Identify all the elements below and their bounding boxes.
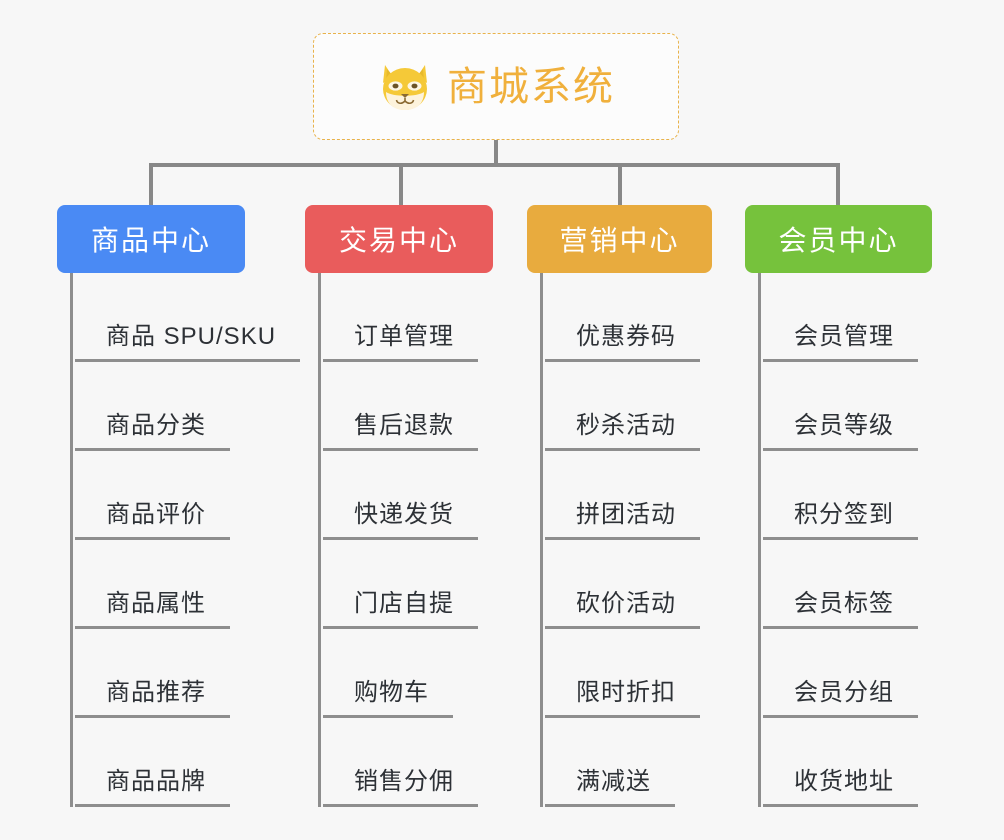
leaf-label: 会员标签 <box>763 592 918 629</box>
connector-drop-branch-4 <box>836 163 840 207</box>
leaf-label: 会员管理 <box>763 325 918 362</box>
leaf-label: 快递发货 <box>323 503 478 540</box>
leaf-label: 会员分组 <box>763 681 918 718</box>
branch-header-2[interactable]: 交易中心 <box>305 205 493 273</box>
leaf-list-2: 订单管理 售后退款 快递发货 门店自提 购物车 销售分佣 <box>318 273 548 807</box>
leaf-list-4: 会员管理 会员等级 积分签到 会员标签 会员分组 收货地址 <box>758 273 988 807</box>
leaf-list-1: 商品 SPU/SKU 商品分类 商品评价 商品属性 商品推荐 商品品牌 <box>70 273 301 807</box>
connector-root-stem <box>494 140 498 165</box>
list-item[interactable]: 商品推荐 <box>70 629 300 718</box>
leaf-label: 会员等级 <box>763 414 918 451</box>
leaf-label: 商品评价 <box>75 503 230 540</box>
list-item[interactable]: 优惠券码 <box>540 273 770 362</box>
branch-spine-2 <box>318 273 321 807</box>
list-item[interactable]: 会员等级 <box>758 362 988 451</box>
connector-drop-branch-3 <box>618 163 622 207</box>
leaf-label: 积分签到 <box>763 503 918 540</box>
leaf-label: 砍价活动 <box>545 592 700 629</box>
branch-spine-4 <box>758 273 761 807</box>
branch-header-label-2: 交易中心 <box>338 225 459 256</box>
list-item[interactable]: 砍价活动 <box>540 540 770 629</box>
list-item[interactable]: 快递发货 <box>318 451 548 540</box>
connector-drop-branch-2 <box>399 163 403 207</box>
leaf-label: 收货地址 <box>763 770 918 807</box>
list-item[interactable]: 收货地址 <box>758 718 988 807</box>
leaf-label: 销售分佣 <box>323 770 478 807</box>
list-item[interactable]: 商品属性 <box>70 540 300 629</box>
list-item[interactable]: 商品品牌 <box>70 718 300 807</box>
leaf-label: 商品分类 <box>75 414 230 451</box>
list-item[interactable]: 购物车 <box>318 629 548 718</box>
leaf-label: 拼团活动 <box>545 503 700 540</box>
list-item[interactable]: 订单管理 <box>318 273 548 362</box>
list-item[interactable]: 限时折扣 <box>540 629 770 718</box>
leaf-label: 秒杀活动 <box>545 414 700 451</box>
shiba-dog-face-icon <box>377 61 433 113</box>
branch-header-label-4: 会员中心 <box>778 225 899 256</box>
list-item[interactable]: 销售分佣 <box>318 718 548 807</box>
leaf-label: 订单管理 <box>323 325 478 362</box>
root-title: 商城系统 <box>447 64 615 109</box>
branch-header-1[interactable]: 商品中心 <box>57 205 245 273</box>
leaf-label: 商品推荐 <box>75 681 230 718</box>
branch-header-label-1: 商品中心 <box>90 225 211 256</box>
list-item[interactable]: 拼团活动 <box>540 451 770 540</box>
leaf-label: 优惠券码 <box>545 325 700 362</box>
leaf-label: 商品 SPU/SKU <box>75 325 301 362</box>
branch-header-label-3: 营销中心 <box>559 225 680 256</box>
leaf-list-3: 优惠券码 秒杀活动 拼团活动 砍价活动 限时折扣 满减送 <box>540 273 770 807</box>
leaf-label: 商品品牌 <box>75 770 230 807</box>
list-item[interactable]: 秒杀活动 <box>540 362 770 451</box>
list-item[interactable]: 会员管理 <box>758 273 988 362</box>
list-item[interactable]: 会员标签 <box>758 540 988 629</box>
leaf-label: 售后退款 <box>323 414 478 451</box>
list-item[interactable]: 商品评价 <box>70 451 300 540</box>
connector-drop-branch-1 <box>149 163 153 207</box>
branch-header-3[interactable]: 营销中心 <box>527 205 712 273</box>
root-node-shop-system[interactable]: 商城系统 <box>313 33 679 140</box>
list-item[interactable]: 满减送 <box>540 718 770 807</box>
leaf-label: 满减送 <box>545 770 675 807</box>
connector-horizontal-bus <box>149 163 839 167</box>
leaf-label: 门店自提 <box>323 592 478 629</box>
list-item[interactable]: 积分签到 <box>758 451 988 540</box>
list-item[interactable]: 门店自提 <box>318 540 548 629</box>
branch-spine-3 <box>540 273 543 807</box>
list-item[interactable]: 商品分类 <box>70 362 300 451</box>
leaf-label: 商品属性 <box>75 592 230 629</box>
list-item[interactable]: 会员分组 <box>758 629 988 718</box>
branch-header-4[interactable]: 会员中心 <box>745 205 932 273</box>
list-item[interactable]: 商品 SPU/SKU <box>70 273 301 362</box>
branch-spine-1 <box>70 273 73 807</box>
list-item[interactable]: 售后退款 <box>318 362 548 451</box>
leaf-label: 限时折扣 <box>545 681 700 718</box>
leaf-label: 购物车 <box>323 681 453 718</box>
